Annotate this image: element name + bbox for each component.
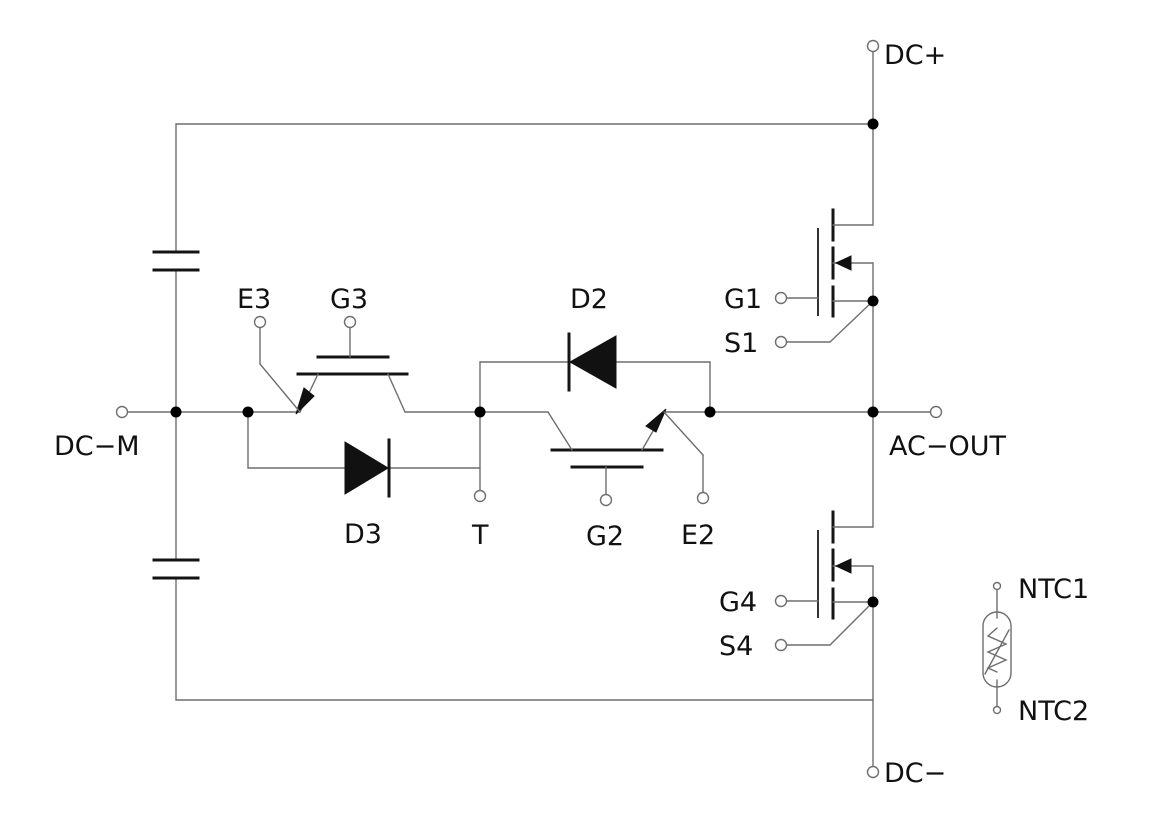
diode-d3	[344, 438, 391, 498]
label-s4: S4	[719, 631, 753, 662]
main-wiring	[127, 51, 931, 768]
terminal-g2-dot	[599, 493, 613, 507]
label-ntc2: NTC2	[1018, 696, 1089, 727]
terminal-ntc2-dot	[992, 705, 1002, 715]
junction-dot	[867, 118, 879, 130]
junction-nodes	[170, 118, 879, 608]
diode-d2	[567, 332, 617, 392]
capacitor-bottom	[152, 558, 200, 580]
label-d2: D2	[570, 284, 608, 315]
terminal-t-dot	[473, 489, 487, 503]
capacitor-top	[152, 250, 200, 272]
terminal-dc-m-dot	[115, 405, 129, 419]
terminal-g4-dot	[774, 594, 788, 608]
ntc-thermistor	[982, 581, 1012, 715]
label-g3: G3	[330, 284, 368, 315]
terminal-g3-dot	[343, 315, 357, 329]
label-d3: D3	[344, 519, 382, 550]
junction-dot	[867, 406, 879, 418]
mosfet-1	[786, 208, 874, 343]
label-t: T	[471, 520, 489, 551]
terminal-e3-dot	[253, 315, 267, 329]
junction-dot	[867, 295, 879, 307]
igbt-3	[259, 326, 409, 415]
terminal-dc-plus-dot	[866, 39, 880, 53]
label-dc-minus: DC−	[884, 758, 946, 789]
terminal-e2-dot	[696, 491, 710, 505]
terminal-s1-dot	[774, 335, 788, 349]
label-g1: G1	[724, 284, 762, 315]
labels: DC+ DC− DC−M AC−OUT G1 S1 G4 S4 E3 G3 D2…	[54, 40, 1089, 789]
junction-dot	[170, 406, 182, 418]
label-g2: G2	[586, 521, 624, 552]
label-e3: E3	[237, 284, 271, 315]
label-dc-m: DC−M	[54, 431, 140, 462]
igbt-2	[547, 408, 704, 496]
terminal-ac-out-dot	[929, 405, 943, 419]
label-dc-plus: DC+	[884, 40, 946, 71]
terminal-dc-minus-dot	[866, 765, 880, 779]
junction-dot	[242, 406, 254, 418]
terminal-g1-dot	[774, 291, 788, 305]
label-e2: E2	[681, 520, 715, 551]
label-s1: S1	[724, 328, 758, 359]
label-ac-out: AC−OUT	[889, 431, 1006, 462]
junction-dot	[704, 406, 716, 418]
terminal-s4-dot	[774, 638, 788, 652]
junction-dot	[474, 406, 486, 418]
label-g4: G4	[719, 587, 757, 618]
junction-dot	[867, 596, 879, 608]
terminal-ntc1-dot	[992, 581, 1002, 591]
label-ntc1: NTC1	[1018, 574, 1089, 605]
mosfet-4	[786, 510, 874, 646]
open-terminals	[115, 39, 943, 779]
